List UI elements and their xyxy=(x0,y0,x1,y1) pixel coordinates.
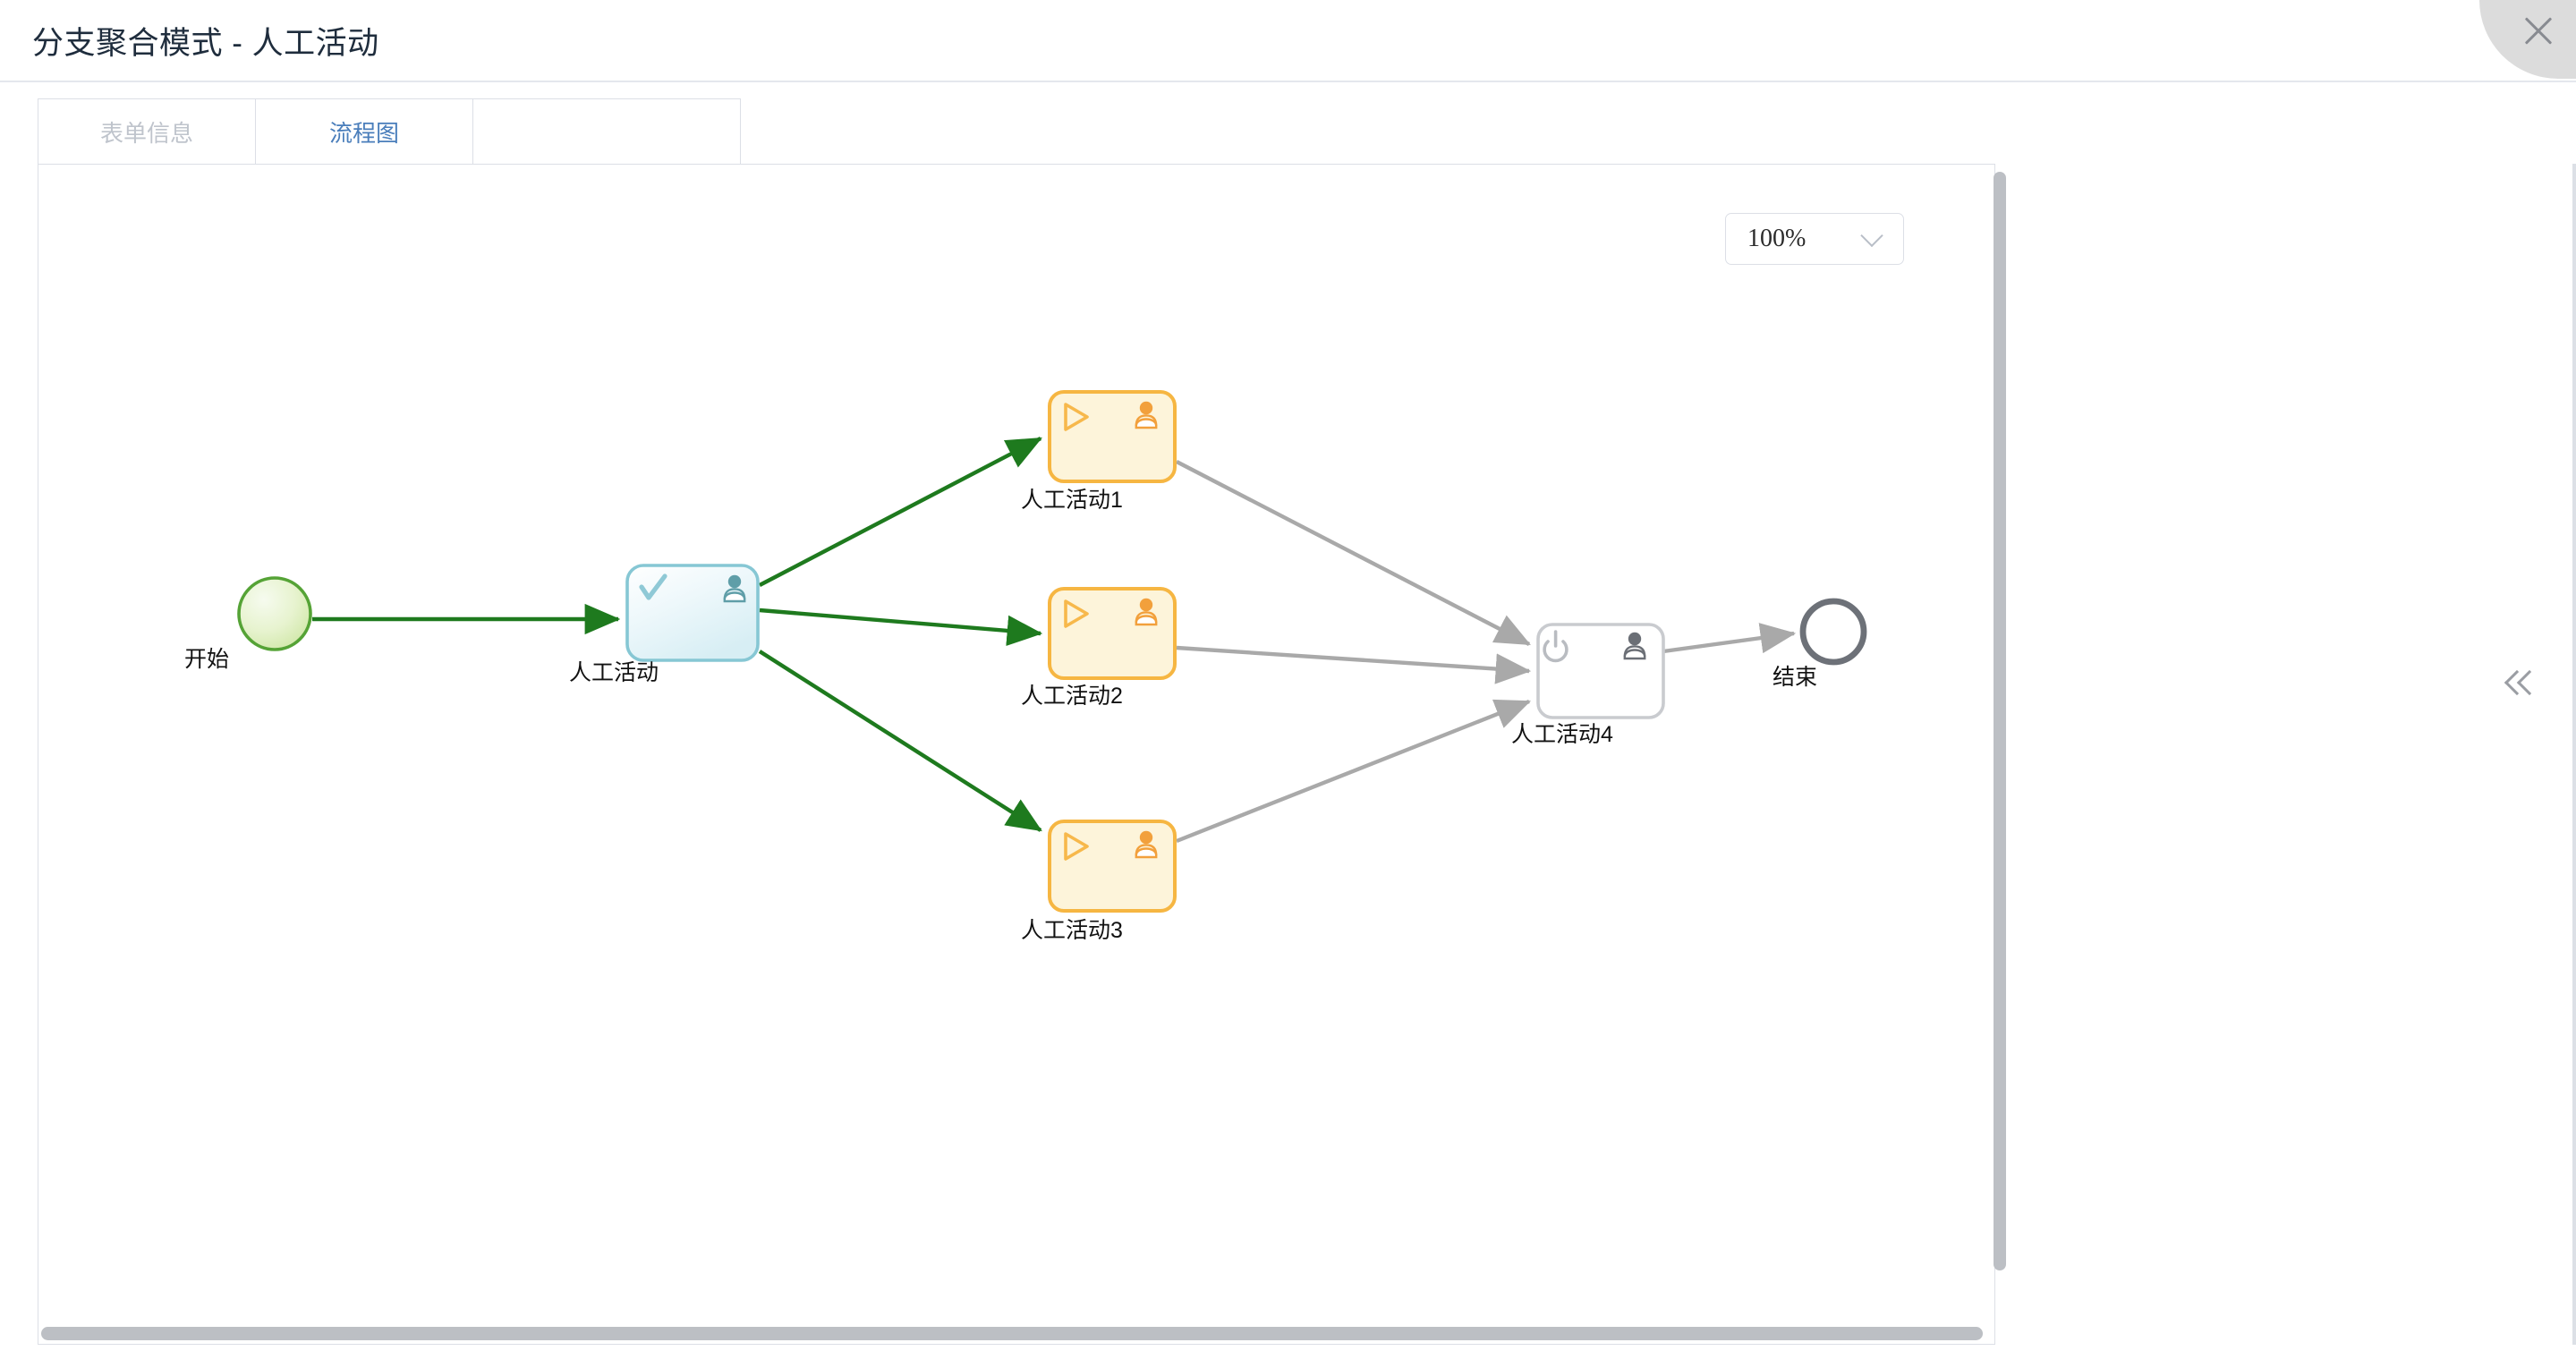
zoom-level-value: 100% xyxy=(1747,225,1807,252)
person-icon xyxy=(1135,830,1158,859)
node-start[interactable] xyxy=(237,576,312,651)
node-label-task0: 人工活动 xyxy=(568,660,659,685)
node-label-task1: 人工活动1 xyxy=(1021,488,1123,513)
person-icon xyxy=(723,574,746,603)
page-title: 分支聚合模式 - 人工活动 xyxy=(32,26,379,61)
node-task1[interactable] xyxy=(1048,390,1177,483)
person-icon xyxy=(1135,401,1158,429)
close-icon xyxy=(2521,13,2556,48)
node-task3[interactable] xyxy=(1048,820,1177,913)
tab-flowchart[interactable]: 流程图 xyxy=(255,98,472,165)
edge-task2-to-task4 xyxy=(1176,645,1532,684)
tab-bar: 表单信息 流程图 xyxy=(38,98,741,165)
node-task0[interactable] xyxy=(625,564,760,662)
edge-task0-to-task2 xyxy=(759,608,1043,647)
play-icon xyxy=(1064,832,1089,861)
node-label-start: 开始 xyxy=(183,647,229,672)
vertical-scrollbar-thumb[interactable] xyxy=(1994,172,2006,1270)
node-label-end: 结束 xyxy=(1772,665,1817,690)
edge-task0-to-task1 xyxy=(758,437,1042,587)
flowchart-canvas[interactable]: 开始 人工活动 人工活动1 人工活动2 人工活动3 人工活动4 结束 xyxy=(38,164,1995,1345)
edge-task3-to-task4 xyxy=(1176,699,1532,844)
node-label-task4: 人工活动4 xyxy=(1511,722,1613,747)
node-task2[interactable] xyxy=(1048,587,1177,680)
check-icon xyxy=(639,574,667,600)
flowchart-svg xyxy=(237,390,1867,913)
node-end[interactable] xyxy=(1799,598,1867,666)
node-label-task2: 人工活动2 xyxy=(1021,684,1123,709)
edge-task4-to-end xyxy=(1662,623,1797,654)
horizontal-scrollbar-thumb[interactable] xyxy=(41,1327,1983,1340)
person-icon xyxy=(1623,632,1646,660)
close-button[interactable] xyxy=(2479,0,2576,79)
edge-task1-to-task4 xyxy=(1175,460,1531,646)
zoom-level-select[interactable]: 100% xyxy=(1725,213,1904,265)
tab-form-info[interactable]: 表单信息 xyxy=(38,98,255,165)
collapse-panel-button[interactable] xyxy=(2504,667,2544,702)
person-icon xyxy=(1135,598,1158,626)
node-label-task3: 人工活动3 xyxy=(1021,918,1123,943)
power-icon xyxy=(1543,630,1569,663)
tab-bar-filler xyxy=(472,98,741,165)
edge-task0-to-task3 xyxy=(758,650,1042,832)
panel-divider xyxy=(2572,164,2576,1345)
chevron-down-icon xyxy=(1860,224,1883,248)
play-icon xyxy=(1064,403,1089,431)
node-task4[interactable] xyxy=(1536,623,1665,719)
window-header: 分支聚合模式 - 人工活动 xyxy=(0,0,2576,82)
play-icon xyxy=(1064,599,1089,628)
